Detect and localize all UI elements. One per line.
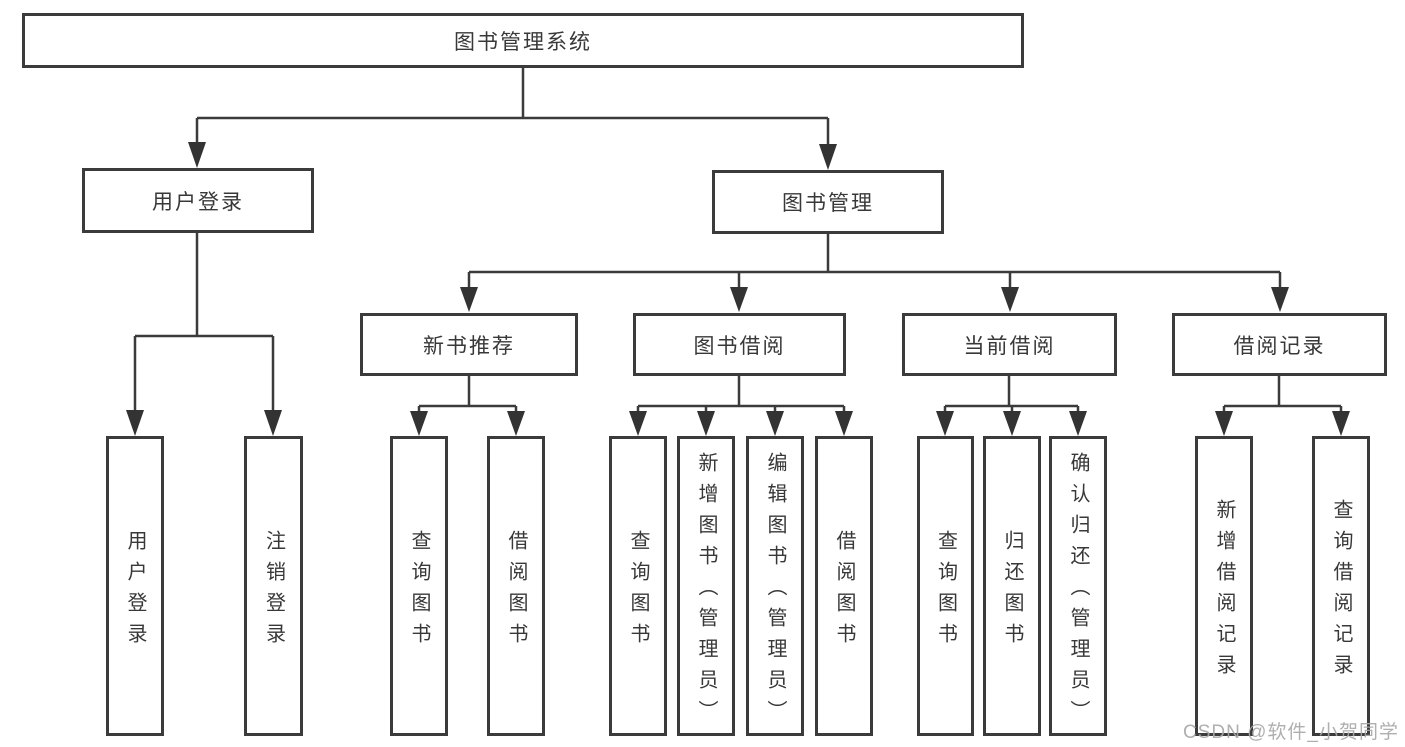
- node-library-system: 图书管理系统: [22, 13, 1024, 68]
- node-current-borrow: 当前借阅: [902, 313, 1117, 376]
- node-label: 借阅图书: [505, 529, 527, 654]
- node-leaf-user-login: 用户登录: [106, 436, 164, 736]
- node-label: 查询图书: [408, 529, 430, 654]
- node-leaf-query-borrow-record: 查询借阅记录: [1312, 436, 1370, 736]
- connector-root-to-level2: [188, 68, 837, 170]
- node-book-borrow: 图书借阅: [633, 313, 846, 376]
- node-leaf-query-books-recommend: 查询图书: [390, 436, 448, 736]
- connector-borrow-records-children: [1215, 376, 1350, 436]
- node-leaf-borrow-books-recommend: 借阅图书: [487, 436, 545, 736]
- node-leaf-logout: 注销登录: [244, 436, 303, 736]
- node-leaf-confirm-return-admin: 确认归还（管理员）: [1049, 436, 1107, 736]
- node-leaf-query-books-current: 查询图书: [917, 436, 974, 736]
- node-label: 编辑图书（管理员）: [764, 452, 786, 731]
- node-leaf-query-books-borrow: 查询图书: [609, 436, 667, 736]
- node-borrow-records: 借阅记录: [1172, 313, 1387, 376]
- connector-new-book-recommend-children: [410, 376, 525, 436]
- node-label: 查询图书: [934, 529, 957, 654]
- node-label: 新增图书（管理员）: [695, 452, 717, 731]
- watermark: CSDN @软件_小贺同学: [1183, 722, 1399, 743]
- node-book-management: 图书管理: [712, 170, 944, 234]
- connector-book-management-children: [460, 234, 1289, 312]
- node-label: 用户登录: [124, 529, 146, 654]
- node-label: 归还图书: [1001, 529, 1023, 654]
- connector-user-login-children: [126, 233, 282, 436]
- node-label: 借阅图书: [833, 529, 855, 654]
- node-leaf-edit-books-admin: 编辑图书（管理员）: [746, 436, 804, 736]
- node-label: 新增借阅记录: [1213, 498, 1235, 685]
- node-label: 注销登录: [262, 529, 285, 654]
- connector-book-borrow-children: [629, 376, 853, 436]
- node-label: 查询图书: [627, 529, 649, 654]
- node-user-login: 用户登录: [82, 168, 314, 233]
- node-label: 查询借阅记录: [1330, 498, 1352, 685]
- node-leaf-add-borrow-record: 新增借阅记录: [1195, 436, 1253, 736]
- node-leaf-borrow-books: 借阅图书: [815, 436, 873, 736]
- node-leaf-return-books: 归还图书: [983, 436, 1041, 736]
- node-label: 确认归还（管理员）: [1067, 452, 1089, 731]
- connector-current-borrow-children: [936, 376, 1087, 436]
- node-leaf-add-books-admin: 新增图书（管理员）: [677, 436, 735, 736]
- node-new-book-recommend: 新书推荐: [360, 313, 578, 376]
